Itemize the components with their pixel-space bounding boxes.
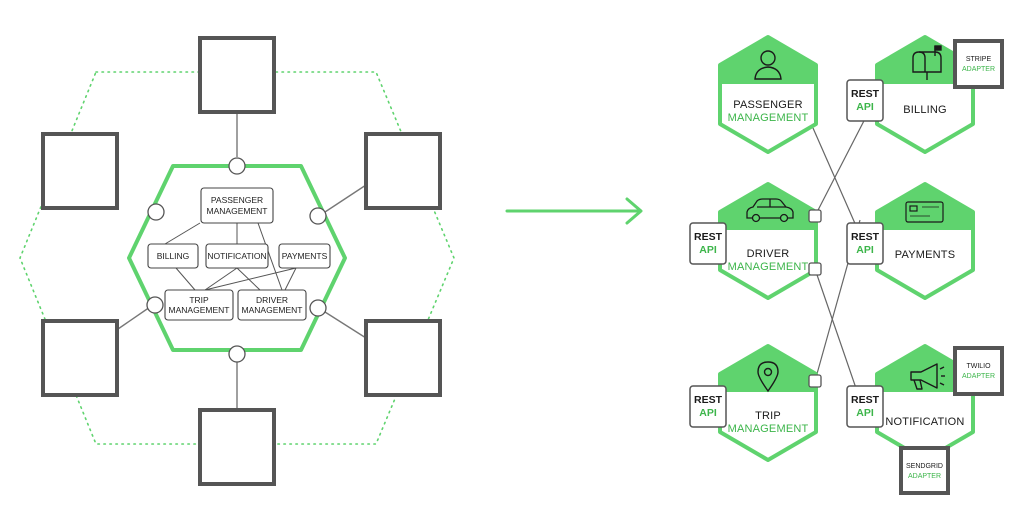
service-trip-management: TRIP MANAGEMENT xyxy=(718,344,818,462)
trip-port xyxy=(808,374,822,388)
service-billing-line1: BILLING xyxy=(903,104,947,116)
module-passenger-label-2: MANAGEMENT xyxy=(207,206,268,216)
svg-text:API: API xyxy=(856,244,874,256)
service-notification-line1: NOTIFICATION xyxy=(885,416,964,428)
adapter-stripe-line1: STRIPE xyxy=(966,56,992,63)
module-billing xyxy=(147,243,199,269)
rest-api-notification: REST API xyxy=(846,385,884,428)
monolith-module-labels: PASSENGER MANAGEMENT BILLING NOTIFICATIO… xyxy=(157,195,328,315)
mailbox-icon xyxy=(912,45,942,80)
module-dependency-lines xyxy=(164,222,297,291)
port-bottom xyxy=(228,345,246,363)
port-lower-right xyxy=(309,299,327,317)
service-trip-line1: TRIP xyxy=(755,410,781,422)
external-adapters: STRIPE ADAPTER TWILIO ADAPTER SENDGRID A… xyxy=(899,39,1004,495)
transformation-arrow xyxy=(505,197,643,225)
svg-text:API: API xyxy=(699,407,717,419)
port-lower-left xyxy=(146,296,164,314)
module-payments xyxy=(278,243,331,269)
svg-text:REST: REST xyxy=(851,88,880,100)
module-billing-label: BILLING xyxy=(157,251,190,261)
adapter-sendgrid: SENDGRID ADAPTER xyxy=(899,446,950,495)
adapter-stripe-line2: ADAPTER xyxy=(962,66,995,73)
credit-card-icon xyxy=(905,201,944,223)
outer-dotted-hexagon xyxy=(19,71,455,445)
svg-text:REST: REST xyxy=(851,394,880,406)
driver-port-top xyxy=(808,209,822,223)
port-upper-right xyxy=(309,207,327,225)
monolith-ports xyxy=(146,157,327,363)
adapter-stripe: STRIPE ADAPTER xyxy=(953,39,1004,89)
rest-api-driver: REST API xyxy=(689,222,727,265)
service-driver-line1: DRIVER xyxy=(747,248,790,260)
service-passenger-line1: PASSENGER xyxy=(733,99,802,111)
car-icon xyxy=(746,198,794,223)
person-icon xyxy=(754,50,782,80)
service-driver-line2: MANAGEMENT xyxy=(728,261,809,273)
adapter-box-upper-right xyxy=(364,132,442,210)
svg-text:API: API xyxy=(699,244,717,256)
svg-text:REST: REST xyxy=(694,394,723,406)
rest-api-payments: REST API xyxy=(846,222,884,265)
driver-port-bottom xyxy=(808,262,822,276)
service-trip-line2: MANAGEMENT xyxy=(728,423,809,435)
monolith-diagram: PASSENGER MANAGEMENT BILLING NOTIFICATIO… xyxy=(19,36,455,486)
adapter-box-bottom xyxy=(198,408,276,486)
adapter-twilio: TWILIO ADAPTER xyxy=(953,346,1004,396)
module-passenger-label-1: PASSENGER xyxy=(211,195,263,205)
port-top xyxy=(228,157,246,175)
adapter-twilio-line2: ADAPTER xyxy=(962,373,995,380)
rest-api-trip: REST API xyxy=(689,385,727,428)
module-driver-management xyxy=(237,289,307,321)
adapter-box-lower-right xyxy=(364,319,442,397)
adapter-boxes xyxy=(41,36,442,486)
adapter-box-top xyxy=(198,36,276,114)
module-trip-label-1: TRIP xyxy=(189,295,209,305)
service-payments: PAYMENTS xyxy=(875,182,975,300)
microservices-diagram: PASSENGER MANAGEMENT BILLING xyxy=(689,35,1004,495)
module-payments-label: PAYMENTS xyxy=(282,251,328,261)
svg-text:REST: REST xyxy=(851,231,880,243)
service-passenger-line2: MANAGEMENT xyxy=(728,112,809,124)
service-passenger-management: PASSENGER MANAGEMENT xyxy=(718,35,818,154)
svg-text:API: API xyxy=(856,407,874,419)
svg-text:API: API xyxy=(856,101,874,113)
monolith-hexagon xyxy=(127,164,347,352)
rest-api-boxes: REST API REST API REST API REST API REST xyxy=(689,79,884,428)
port-upper-left xyxy=(147,203,165,221)
module-trip-management xyxy=(164,289,234,321)
megaphone-icon xyxy=(910,363,945,390)
monolith-modules xyxy=(147,187,331,321)
adapter-box-lower-left xyxy=(41,319,119,397)
service-ports xyxy=(808,209,822,388)
module-driver-label-2: MANAGEMENT xyxy=(242,305,303,315)
module-notification xyxy=(205,243,269,269)
adapter-sendgrid-line2: ADAPTER xyxy=(908,473,941,480)
service-connection-lines xyxy=(812,112,869,395)
adapter-sendgrid-line1: SENDGRID xyxy=(906,463,943,470)
module-passenger-management xyxy=(200,187,274,224)
module-trip-label-2: MANAGEMENT xyxy=(169,305,230,315)
svg-text:REST: REST xyxy=(694,231,723,243)
service-payments-line1: PAYMENTS xyxy=(895,249,955,261)
rest-api-billing: REST API xyxy=(846,79,884,122)
module-notification-label: NOTIFICATION xyxy=(207,251,266,261)
map-pin-icon xyxy=(757,361,779,393)
service-driver-management: DRIVER MANAGEMENT xyxy=(718,182,818,300)
adapter-connectors xyxy=(117,112,367,410)
adapter-twilio-line1: TWILIO xyxy=(966,363,991,370)
adapter-box-upper-left xyxy=(41,132,119,210)
module-driver-label-1: DRIVER xyxy=(256,295,288,305)
